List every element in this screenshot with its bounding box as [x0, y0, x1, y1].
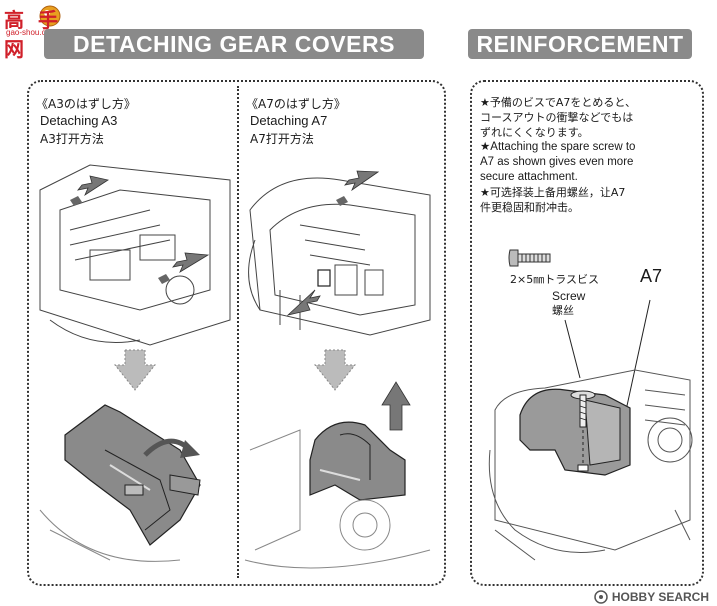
reinforcement-screw-icon: [570, 390, 596, 428]
reinforcement-gear-cover: [519, 388, 631, 476]
watermark-hobbysearch: HOBBY SEARCH: [594, 590, 709, 604]
screw-icon: [508, 249, 551, 267]
a7-title-jp: 《A7のはずし方》: [246, 97, 346, 111]
header-reinforcement-title: REINFORCEMENT: [476, 30, 684, 57]
a7-illustration: [244, 170, 431, 569]
screw-label-jp: 2×5㎜トラスビス: [510, 273, 599, 286]
watermark-url: gao-shou.com: [6, 28, 57, 37]
note-line: 件更稳固和耐冲击。: [480, 201, 579, 214]
note-line: ずれにくくなります。: [480, 126, 589, 139]
a3-gear-cover-part: [64, 404, 201, 546]
a7-title-en: Detaching A7: [250, 113, 328, 128]
watermark-brand: 高手网: [4, 8, 72, 61]
a3-tab-lower: [158, 274, 170, 284]
a7-gear-cover-part: [309, 421, 406, 501]
note-line: ★可选择装上备用螺丝，让A7: [480, 186, 626, 199]
panel-reinforcement: [470, 80, 704, 586]
watermark-logo: 高手网 gao-shou.com: [4, 2, 100, 61]
a7-lift-arrow-icon: [381, 381, 411, 431]
part-label-a7: A7: [640, 266, 663, 286]
a3-title-en: Detaching A3: [40, 113, 118, 128]
a7-arrow-upper-icon: [344, 170, 380, 192]
a3-arrow-lower-icon: [172, 252, 210, 273]
header-detaching: DETACHING GEAR COVERS: [44, 29, 424, 59]
a3-tab-upper: [70, 196, 82, 206]
note-line: ★Attaching the spare screw to: [480, 141, 636, 153]
panel-detaching: [27, 80, 446, 586]
note-line: コースアウトの衝撃などでもは: [480, 111, 634, 124]
reinforcement-notes: ★予備のビスでA7をとめると、 コースアウトの衝撃などでもは ずれにくくなります…: [480, 95, 686, 215]
a3-title-jp: 《A3のはずし方》: [36, 97, 136, 111]
header-reinforcement: REINFORCEMENT: [468, 29, 692, 59]
a3-title-cn: A3打开方法: [40, 132, 104, 146]
a7-tab-upper: [336, 196, 348, 206]
note-line: secure attachment.: [480, 171, 578, 183]
hobbysearch-logo-icon: [594, 590, 608, 604]
a3-step-down-icon: [113, 349, 157, 391]
a7-arrow-lower-icon: [286, 289, 321, 316]
a7-step-down-icon: [313, 349, 357, 391]
watermark-logo-icon: [39, 5, 61, 27]
note-line: A7 as shown gives even more: [480, 156, 634, 168]
a7-title-cn: A7打开方法: [250, 132, 314, 146]
screw-label-en: Screw: [552, 289, 586, 303]
header-detaching-title: DETACHING GEAR COVERS: [73, 30, 395, 57]
a3-illustration: [39, 164, 231, 562]
panel-divider: [237, 86, 239, 578]
screw-label-cn: 螺丝: [552, 304, 574, 317]
reinforcement-illustration: [488, 299, 693, 561]
a3-arrow-upper-icon: [77, 175, 110, 197]
a7-tab-lower: [317, 269, 331, 287]
watermark-hobbysearch-text: HOBBY SEARCH: [611, 590, 709, 604]
note-line: ★予備のビスでA7をとめると、: [480, 96, 636, 109]
